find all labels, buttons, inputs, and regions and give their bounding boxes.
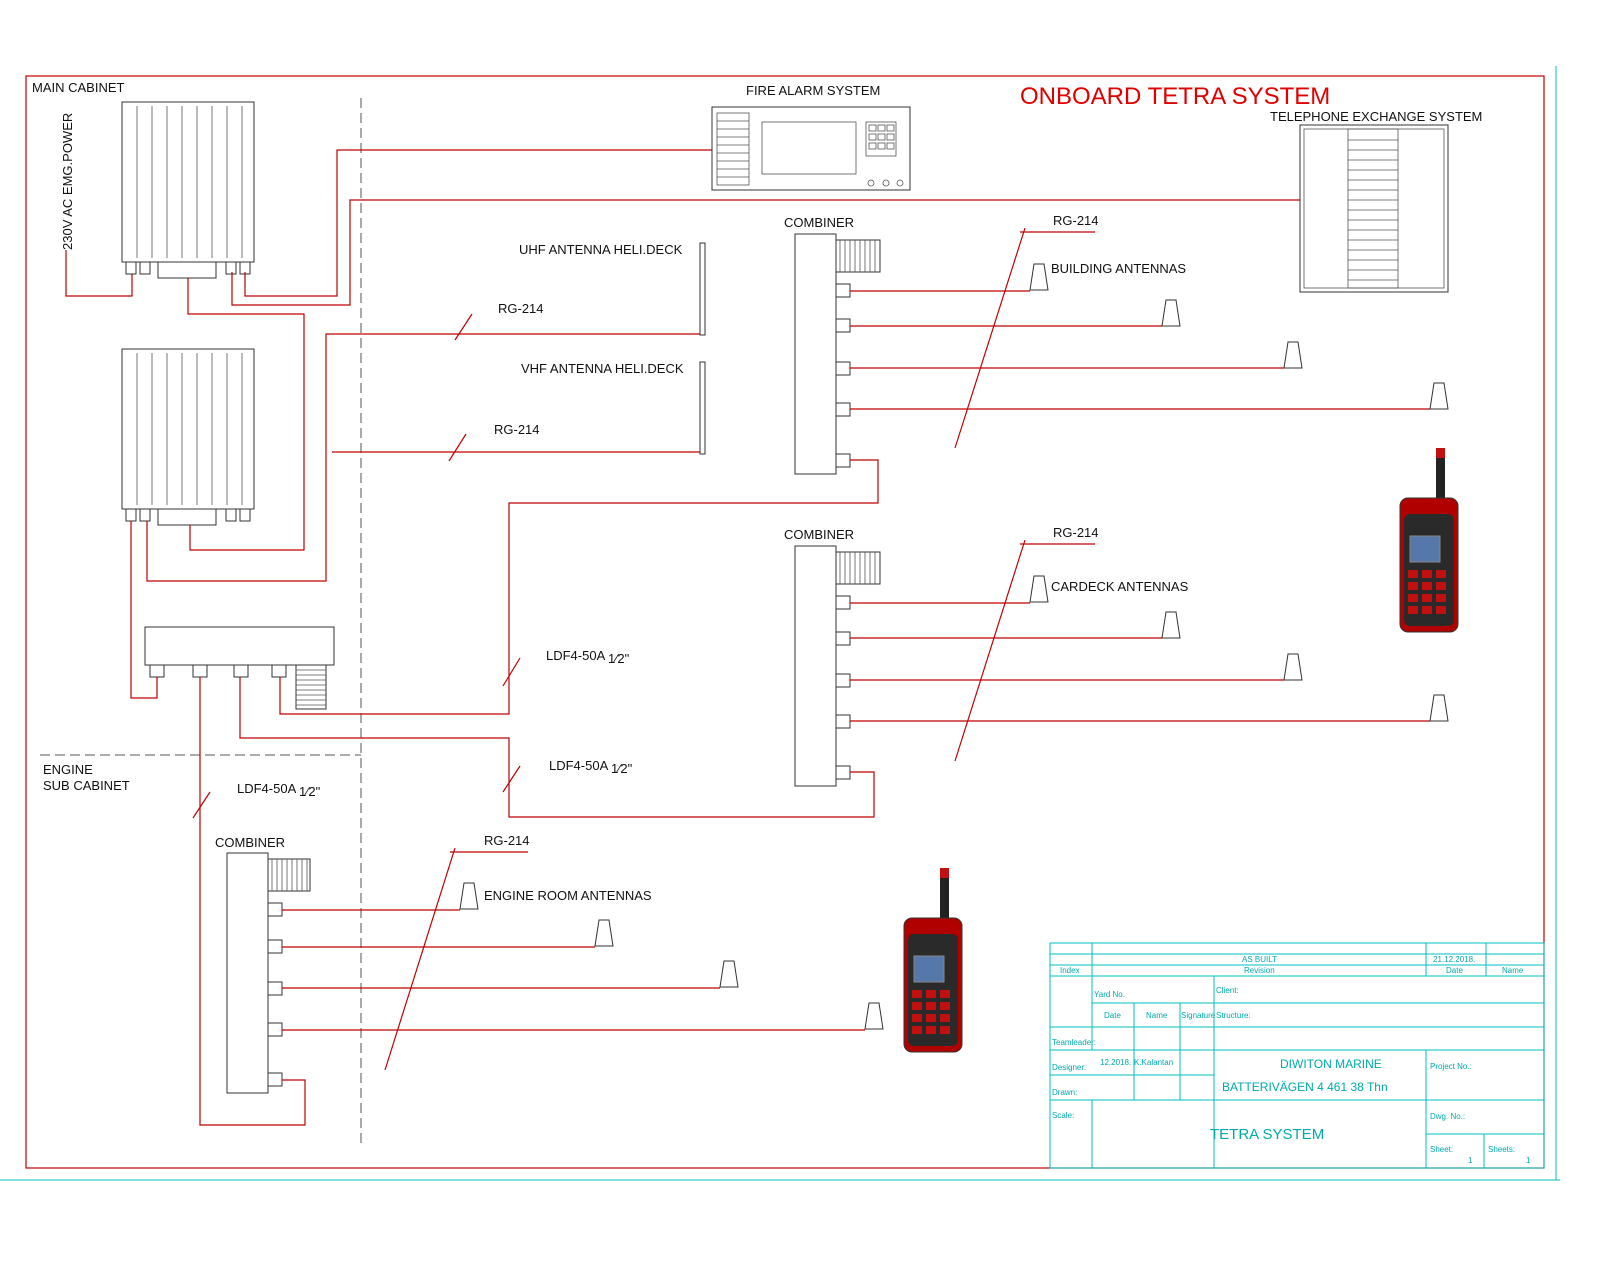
base-station-2	[121, 348, 255, 526]
engine-antenna-1	[459, 882, 479, 910]
ldf-frac-2: 1⁄2"	[611, 761, 633, 776]
cardeck-antenna-4	[1429, 694, 1449, 722]
building-antenna-2	[1161, 299, 1181, 327]
combiner-engine	[226, 852, 311, 1094]
ldf-trunk-building	[279, 459, 879, 715]
cardeck-antenna-1	[1029, 575, 1049, 603]
bs-to-splitter-cable	[130, 521, 158, 699]
telephone-cable	[231, 199, 1300, 306]
building-antennas-label: BUILDING ANTENNAS	[1051, 261, 1186, 276]
tb-as-built-date: 21.12.2018.	[1433, 955, 1475, 964]
building-rg-tick	[954, 227, 1026, 449]
tb-sheets: Sheets:	[1488, 1145, 1515, 1154]
tb-col-name: Name	[1146, 1011, 1168, 1020]
ldf-frac-1: 1⁄2"	[608, 651, 630, 666]
ldf-tick-3	[192, 791, 211, 819]
combiner-cardeck-label: COMBINER	[784, 527, 854, 542]
tb-revision: Revision	[1244, 966, 1275, 975]
combiner-building	[794, 233, 881, 475]
diagram-title: ONBOARD TETRA SYSTEM	[1020, 83, 1330, 110]
building-antenna-4	[1429, 382, 1449, 410]
tb-date: Date	[1446, 966, 1463, 975]
uhf-cable-tick	[454, 313, 473, 341]
vhf-antenna	[699, 361, 706, 455]
power-label: 230V AC EMG.POWER	[60, 113, 75, 250]
building-rg-label: RG-214	[1053, 213, 1099, 228]
engine-antenna-3	[719, 960, 739, 988]
ldf-label-3: LDF4-50A	[237, 781, 297, 796]
ldf-label-2: LDF4-50A	[549, 758, 609, 773]
tb-sheet: Sheet:	[1430, 1145, 1453, 1154]
telephone-label: TELEPHONE EXCHANGE SYSTEM	[1270, 109, 1482, 124]
vhf-cable-label: RG-214	[494, 422, 540, 437]
ldf-tick-1	[502, 657, 521, 687]
tb-client: Client:	[1216, 986, 1239, 995]
combiner-cardeck	[794, 545, 881, 787]
bs-interconnect-cable	[187, 278, 305, 551]
uhf-antenna	[699, 242, 706, 336]
tb-designer: Designer:	[1052, 1063, 1086, 1072]
tb-designer-date: 12.2018.	[1100, 1058, 1131, 1067]
tb-drawn: Drawn:	[1052, 1088, 1077, 1097]
engine-antenna-4	[864, 1002, 884, 1030]
tb-col-date: Date	[1104, 1011, 1121, 1020]
tb-yard-no: Yard No.	[1094, 990, 1125, 999]
ldf-tick-2	[502, 765, 521, 793]
engine-sub-label-1: ENGINE	[43, 762, 93, 777]
tb-index: Index	[1060, 966, 1080, 975]
combiner-engine-label: COMBINER	[215, 835, 285, 850]
cardeck-antennas-label: CARDECK ANTENNAS	[1051, 579, 1189, 594]
base-station-1	[121, 101, 255, 279]
engine-sub-label-2: SUB CABINET	[43, 778, 130, 793]
tb-structure: Structure:	[1216, 1011, 1251, 1020]
tb-scale: Scale:	[1052, 1111, 1074, 1120]
tb-drawing-title: TETRA SYSTEM	[1210, 1126, 1324, 1143]
power-cable	[65, 250, 133, 297]
tb-drawing-no: Dwg. No.:	[1430, 1112, 1465, 1121]
uhf-feed-cable	[146, 333, 702, 582]
main-cabinet-label: MAIN CABINET	[32, 80, 125, 95]
tb-col-signature: Signature	[1181, 1011, 1216, 1020]
tetra-radio-icon	[1399, 448, 1459, 633]
tb-name: Name	[1502, 966, 1524, 975]
cardeck-rg-label: RG-214	[1053, 525, 1099, 540]
telephone-exchange	[1299, 124, 1449, 293]
uhf-antenna-label: UHF ANTENNA HELI.DECK	[519, 242, 683, 257]
tb-team-leader: Teamleader:	[1052, 1038, 1096, 1047]
engine-rg-tick	[384, 847, 456, 1071]
building-antenna-3	[1283, 341, 1303, 369]
tb-designer-name: K.Kalantan	[1134, 1058, 1173, 1067]
tb-address: BATTERIVÄGEN 4 461 38 Thn	[1222, 1080, 1388, 1094]
fire-alarm-cable	[244, 149, 712, 297]
tb-sheet-value: 1	[1468, 1156, 1473, 1165]
engine-antenna-2	[594, 919, 614, 947]
ldf-trunk-engine	[199, 677, 306, 1126]
fire-alarm-panel	[711, 106, 911, 191]
main-splitter	[144, 626, 335, 710]
vhf-antenna-label: VHF ANTENNA HELI.DECK	[521, 361, 684, 376]
uhf-cable-label: RG-214	[498, 301, 544, 316]
building-antenna-1	[1029, 263, 1049, 291]
fire-alarm-label: FIRE ALARM SYSTEM	[746, 83, 880, 98]
engine-rg-label: RG-214	[484, 833, 530, 848]
title-block	[1049, 942, 1545, 1169]
ldf-trunk-cardeck	[239, 677, 875, 818]
ldf-frac-3: 1⁄2"	[299, 784, 321, 799]
drawing-border	[25, 75, 1545, 1169]
ldf-label-1: LDF4-50A	[546, 648, 606, 663]
cardeck-antenna-3	[1283, 653, 1303, 681]
engine-antennas-label: ENGINE ROOM ANTENNAS	[484, 888, 652, 903]
tetra-radio-icon	[903, 868, 963, 1053]
tb-as-built: AS BUILT	[1242, 955, 1277, 964]
cardeck-antenna-2	[1161, 611, 1181, 639]
tb-sheets-value: 1	[1526, 1156, 1531, 1165]
combiner-building-label: COMBINER	[784, 215, 854, 230]
tb-company: DIWITON MARINE	[1280, 1057, 1382, 1071]
tb-project-no: Project No.:	[1430, 1062, 1472, 1071]
vhf-cable-tick	[448, 433, 467, 462]
cardeck-rg-tick	[954, 539, 1026, 762]
